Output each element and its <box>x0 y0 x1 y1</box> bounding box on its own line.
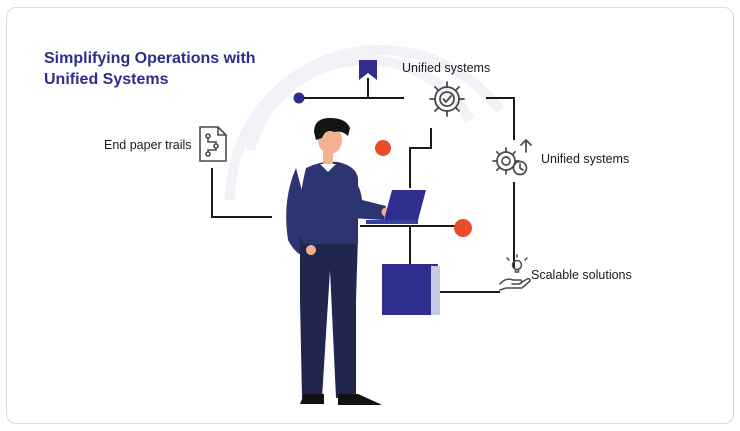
laptop-base <box>366 220 418 224</box>
label-end-paper-trails: End paper trails <box>104 138 192 152</box>
page-title: Simplifying Operations with Unified Syst… <box>44 48 284 90</box>
person-right-arm <box>346 176 386 220</box>
connector-gear-right <box>486 97 515 140</box>
node-dot-orange-1 <box>375 140 391 156</box>
person-shoes <box>300 394 382 405</box>
person-left-hand <box>306 245 316 255</box>
laptop <box>384 190 426 220</box>
watermark <box>225 45 504 201</box>
connector-gear-down <box>409 128 432 188</box>
node-dot-orange-2 <box>454 219 472 237</box>
title-line-2: Unified Systems <box>44 71 169 88</box>
person-collar <box>320 164 336 172</box>
document-flow-icon <box>199 126 227 162</box>
person-hair <box>314 118 350 140</box>
person-illustration <box>286 118 426 405</box>
title-line-1: Simplifying Operations with <box>44 50 256 67</box>
gear-check-icon <box>429 81 465 117</box>
person-sweater <box>299 161 358 244</box>
storage-box <box>382 264 440 315</box>
bookmark-icon <box>359 60 377 80</box>
person-legs <box>300 236 358 398</box>
connector-lines <box>211 78 515 293</box>
gears-arrow-icon <box>492 139 532 176</box>
hand-lightbulb-icon <box>499 254 531 291</box>
connector-left <box>211 168 272 218</box>
node-dot-blue <box>293 92 305 104</box>
person-neck <box>323 150 333 164</box>
label-unified-systems-right: Unified systems <box>541 152 630 166</box>
label-unified-systems-top: Unified systems <box>402 61 491 75</box>
label-scalable-solutions: Scalable solutions <box>531 268 632 282</box>
